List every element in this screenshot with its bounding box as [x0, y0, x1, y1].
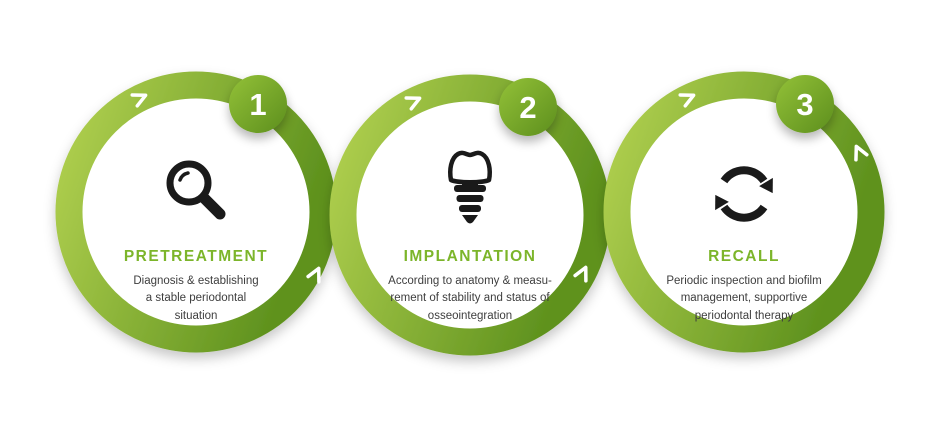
- step-description-line: periodontal therapy: [694, 309, 794, 322]
- step-title: PRETREATMENT: [123, 248, 269, 265]
- step-description: Periodic inspection and biofilm manageme…: [624, 273, 864, 325]
- flow-arrow-icon: [573, 265, 588, 283]
- step-content-pretreatment: PRETREATMENT Diagnosis & establishing a …: [76, 248, 316, 325]
- step-description-line: osseointegration: [427, 309, 513, 322]
- step-title: IMPLANTATION: [403, 248, 537, 265]
- step-number-badge: 2: [499, 78, 557, 136]
- step-description-line: rement of stability and status of: [390, 292, 550, 305]
- step-description-line: According to anatomy & measu-: [388, 275, 552, 287]
- ring-step-1: [55, 71, 337, 353]
- flow-arrow-icon: [306, 266, 321, 284]
- step-description-line: Diagnosis & establishing: [133, 275, 259, 287]
- flow-arrow-icon: [404, 96, 422, 111]
- step-content-implantation: IMPLANTATION According to anatomy & meas…: [350, 248, 590, 325]
- recurring-arrows-icon: [715, 166, 773, 222]
- step-number: 1: [249, 86, 267, 122]
- step-description: According to anatomy & measu- rement of …: [350, 273, 590, 325]
- step-number-badge: 1: [229, 75, 287, 133]
- flow-arrow-icon: [678, 93, 696, 108]
- step-number: 3: [796, 86, 814, 122]
- step-title: RECALL: [708, 248, 780, 265]
- flow-arrow-icon: [130, 93, 148, 108]
- dental-implant-icon: [448, 150, 492, 224]
- step-description-line: Periodic inspection and biofilm: [666, 275, 822, 287]
- magnifying-glass-icon: [166, 160, 226, 220]
- step-content-recall: RECALL Periodic inspection and biofilm m…: [624, 248, 864, 325]
- flow-arrow-icon: [854, 144, 869, 162]
- step-description-line: situation: [174, 309, 218, 322]
- step-description-line: management, supportive: [680, 292, 808, 305]
- step-description: Diagnosis & establishing a stable period…: [76, 273, 316, 325]
- step-number-badge: 3: [776, 75, 834, 133]
- flow-arrows: [130, 93, 869, 284]
- ring-step-3: [603, 71, 885, 353]
- step-description-line: a stable periodontal: [145, 292, 247, 305]
- step-number: 2: [519, 89, 537, 125]
